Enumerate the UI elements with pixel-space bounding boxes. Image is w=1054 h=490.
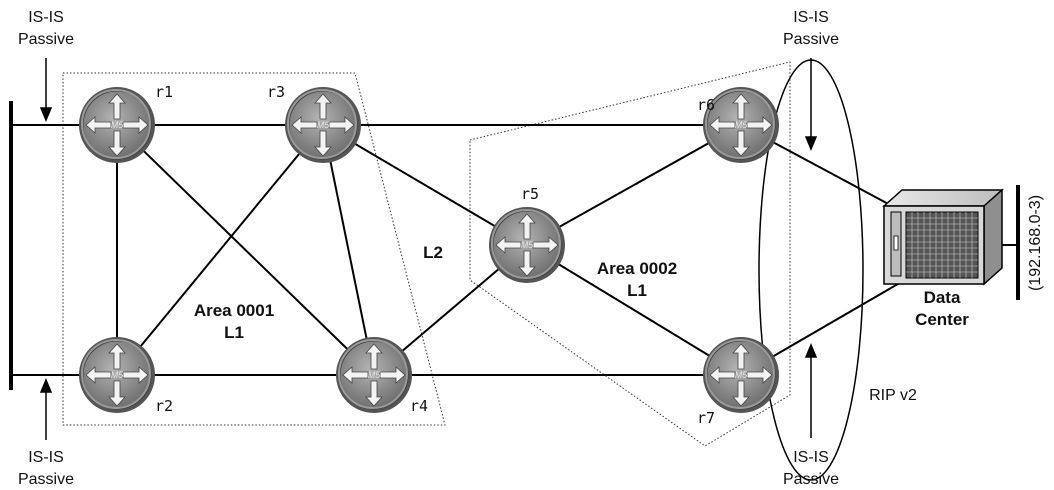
data-center-label-line1: Data xyxy=(924,288,961,307)
router-r1-name: r1 xyxy=(155,83,173,101)
link-r5-r6 xyxy=(526,124,742,246)
router-r2-icon[interactable]: M5 r2 xyxy=(78,336,173,415)
area-0001-boundary xyxy=(62,72,446,426)
data-center-server-icon xyxy=(882,188,1004,286)
router-r4-name: r4 xyxy=(410,397,428,415)
passive-label-top-left-line2: Passive xyxy=(18,31,74,48)
link-r3-r5 xyxy=(322,124,528,246)
l2-label: L2 xyxy=(423,243,443,262)
router-r3-name: r3 xyxy=(267,83,285,101)
passive-label-bottom-left-line2: Passive xyxy=(18,471,74,488)
router-r2-name: r2 xyxy=(155,397,173,415)
link-r5-r7 xyxy=(526,244,742,376)
router-model-label: M5 xyxy=(735,370,748,380)
passive-label-top-right-line2: Passive xyxy=(783,31,839,48)
passive-label-top-left-line1: IS-IS xyxy=(28,9,64,26)
area-0001-label: Area 0001 xyxy=(194,301,274,320)
router-model-label: M5 xyxy=(111,370,124,380)
passive-label-bottom-right-line2: Passive xyxy=(783,471,839,488)
area-0001-level-label: L1 xyxy=(224,323,244,342)
router-model-label: M5 xyxy=(521,240,534,250)
area-0002-label: Area 0002 xyxy=(597,259,677,278)
passive-arrowhead-bottom-left xyxy=(39,378,53,393)
router-model-label: M5 xyxy=(111,120,124,130)
link-r2-r3 xyxy=(116,124,324,376)
rip-label: RIP v2 xyxy=(869,387,917,404)
passive-label-bottom-right-line1: IS-IS xyxy=(793,449,829,466)
router-r4-icon[interactable]: M5 r4 xyxy=(335,336,428,415)
link-r3-r4 xyxy=(322,124,375,376)
router-r6-name: r6 xyxy=(697,96,715,114)
area-0002-boundary xyxy=(469,61,791,447)
router-r7-name: r7 xyxy=(697,409,715,427)
passive-label-bottom-left-line1: IS-IS xyxy=(28,449,64,466)
passive-label-top-right-line1: IS-IS xyxy=(793,9,829,26)
router-r3-icon[interactable]: M5 r3 xyxy=(267,83,362,164)
link-r1-r4 xyxy=(116,124,375,376)
passive-arrowhead-top-left xyxy=(39,107,53,122)
data-center-label-line2: Center xyxy=(915,310,969,329)
router-r7-icon[interactable]: M5 r7 xyxy=(697,336,780,427)
router-r6-icon[interactable]: M5 r6 xyxy=(697,86,780,164)
passive-arrowhead-bottom-right xyxy=(804,343,818,358)
passive-arrowhead-top-right xyxy=(804,136,818,151)
router-r5-icon[interactable]: M5 r5 xyxy=(488,185,566,284)
router-r5-name: r5 xyxy=(521,185,539,203)
subnet-label: (192.168.0-3) xyxy=(1027,195,1044,291)
router-r1-icon[interactable]: M5 r1 xyxy=(78,83,173,164)
router-model-label: M5 xyxy=(368,370,381,380)
router-model-label: M5 xyxy=(317,120,330,130)
router-model-label: M5 xyxy=(735,120,748,130)
area-0002-level-label: L1 xyxy=(627,281,647,300)
